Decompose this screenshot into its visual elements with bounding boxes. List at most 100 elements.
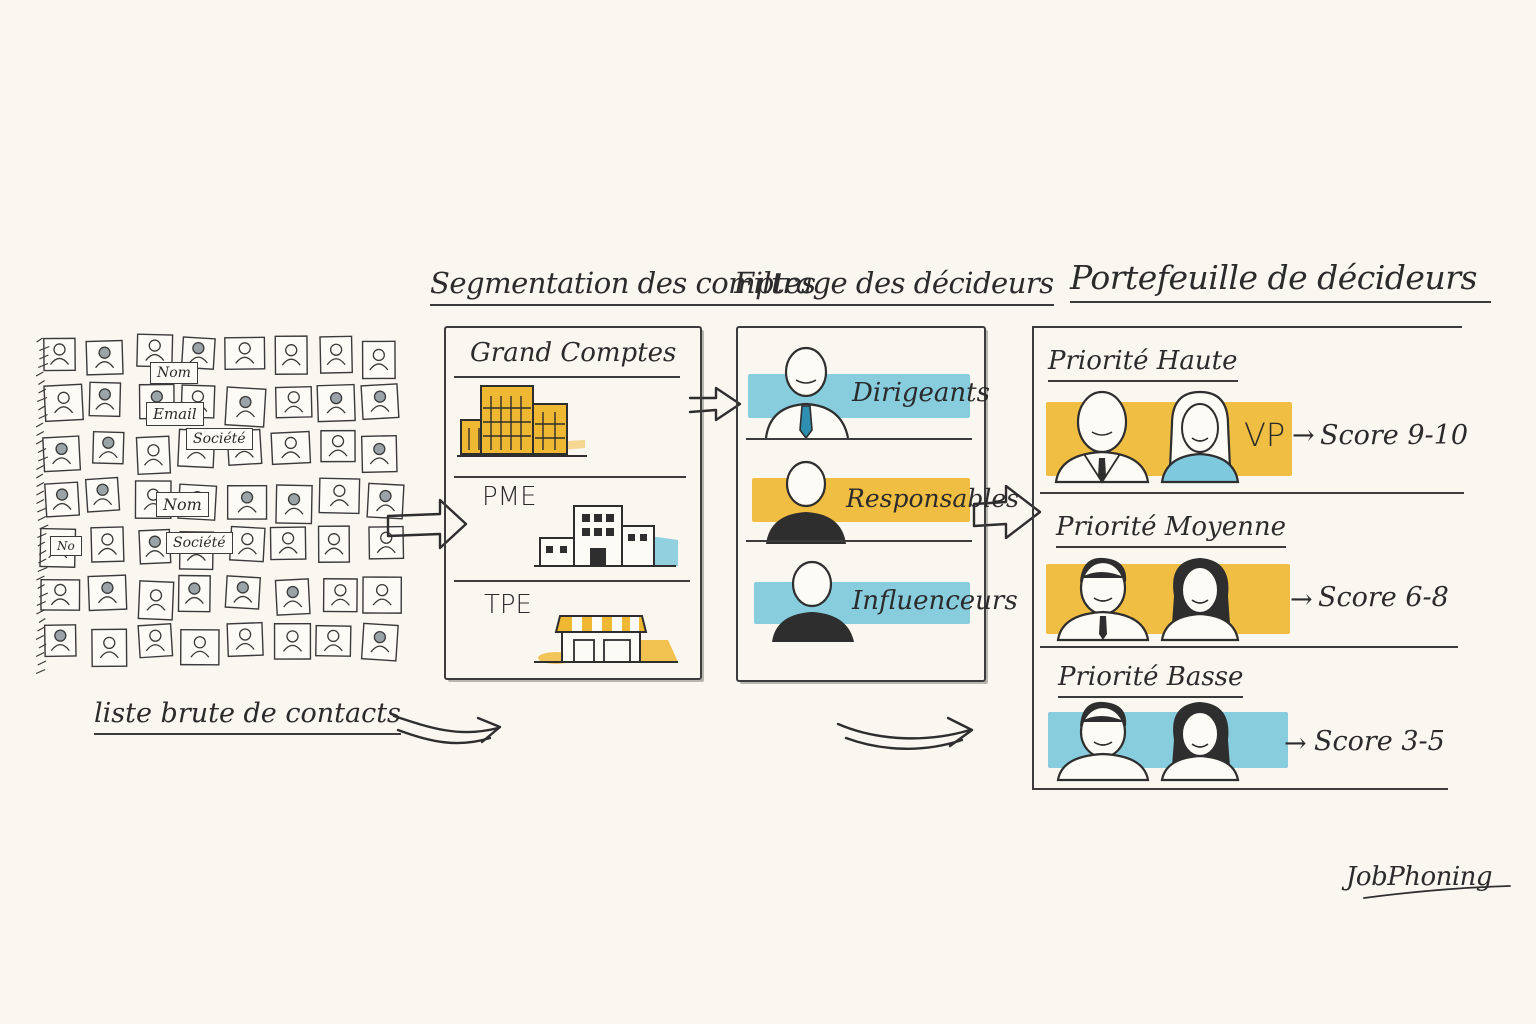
hatch-stroke bbox=[36, 600, 46, 607]
contact-card bbox=[316, 383, 356, 423]
hatch-stroke bbox=[37, 660, 47, 666]
contact-card bbox=[92, 430, 125, 465]
contact-card bbox=[180, 336, 216, 370]
hatch-stroke bbox=[38, 362, 49, 369]
manager-pair-icon bbox=[1056, 557, 1240, 642]
segment-divider-2 bbox=[454, 476, 686, 478]
contact-card bbox=[360, 622, 399, 662]
contact-card bbox=[43, 624, 77, 658]
contact-card bbox=[318, 477, 361, 515]
contact-card bbox=[224, 575, 262, 610]
contact-card bbox=[179, 629, 220, 666]
portfolio-title: Portefeuille de décideurs bbox=[1070, 258, 1491, 303]
score-arrow-haute: → bbox=[1292, 420, 1315, 451]
contact-card bbox=[43, 337, 76, 372]
priority-label-haute: Priorité Haute bbox=[1048, 346, 1238, 382]
score-arrow-basse: → bbox=[1284, 728, 1307, 759]
signature-swash bbox=[1363, 885, 1511, 899]
contact-card bbox=[90, 526, 125, 563]
executive-pair-icon bbox=[1054, 390, 1240, 484]
hatch-stroke bbox=[36, 609, 45, 615]
contact-card bbox=[88, 381, 122, 418]
score-basse: Score 3-5 bbox=[1314, 726, 1445, 757]
filter-divider bbox=[746, 438, 972, 440]
contact-card bbox=[91, 628, 128, 668]
hatch-stroke bbox=[37, 626, 46, 632]
portfolio-row-rule bbox=[1040, 492, 1464, 494]
shop-icon bbox=[534, 615, 678, 664]
contact-card bbox=[360, 434, 398, 474]
segmentation-title: Segmentation des comptes bbox=[430, 266, 816, 306]
hatch-stroke bbox=[36, 490, 45, 496]
hatch-stroke bbox=[39, 345, 50, 352]
contact-card bbox=[274, 578, 311, 616]
filter-title: Filtrage des décideurs bbox=[734, 266, 1054, 306]
contact-card bbox=[224, 336, 266, 370]
filter-label-dirigeants: Dirigeants bbox=[852, 378, 990, 408]
contact-card bbox=[315, 624, 352, 657]
hatch-stroke bbox=[38, 405, 46, 411]
hatch-stroke bbox=[39, 354, 49, 360]
hatch-stroke bbox=[37, 447, 47, 454]
contact-card bbox=[136, 333, 174, 368]
hatch-stroke bbox=[36, 575, 45, 581]
contact-card bbox=[84, 476, 121, 513]
raw-tag-societe-2: Société bbox=[166, 532, 233, 554]
segment-divider bbox=[454, 376, 680, 378]
hatch-stroke bbox=[36, 481, 45, 488]
filter-label-influenceurs: Influenceurs bbox=[852, 586, 1018, 616]
hatch-stroke bbox=[38, 413, 48, 420]
contact-card bbox=[319, 335, 353, 374]
priority-tag-vp: VP bbox=[1244, 416, 1286, 454]
portfolio-row-rule-2 bbox=[1040, 646, 1458, 648]
segment-label-tpe: TPE bbox=[484, 590, 532, 620]
small-building-icon bbox=[534, 505, 678, 567]
contact-card bbox=[226, 485, 268, 520]
contact-card bbox=[275, 484, 313, 525]
contact-card bbox=[43, 383, 85, 423]
hatch-stroke bbox=[38, 643, 47, 649]
segmentation-box bbox=[444, 326, 702, 680]
score-arrow-moyenne: → bbox=[1290, 584, 1313, 615]
hatch-stroke bbox=[38, 592, 49, 598]
filter-divider-2 bbox=[746, 540, 972, 542]
contact-card bbox=[44, 481, 81, 518]
filter-box bbox=[736, 326, 986, 682]
raw-tag-no: No bbox=[50, 536, 82, 556]
hatch-stroke bbox=[35, 634, 45, 641]
contact-card bbox=[322, 578, 358, 613]
raw-tag-email: Email bbox=[146, 402, 204, 426]
contact-card bbox=[320, 429, 356, 463]
hatch-stroke bbox=[36, 498, 45, 505]
segment-label-grand-comptes: Grand Comptes bbox=[470, 338, 677, 368]
hatch-stroke bbox=[37, 583, 45, 590]
person-tie-icon bbox=[764, 346, 850, 440]
raw-tag-nom-2: Nom bbox=[156, 492, 209, 517]
hatch-stroke bbox=[37, 532, 47, 539]
contact-card bbox=[366, 482, 405, 520]
hatch-stroke bbox=[37, 507, 47, 513]
hatch-stroke bbox=[35, 668, 46, 675]
hatch-stroke bbox=[37, 541, 46, 547]
hatch-stroke bbox=[38, 379, 46, 386]
hatch-stroke bbox=[38, 617, 46, 624]
hatch-stroke bbox=[35, 422, 44, 428]
contact-card bbox=[274, 335, 308, 375]
hatch-stroke bbox=[36, 464, 45, 471]
hatch-stroke bbox=[35, 371, 44, 377]
contact-card bbox=[270, 430, 312, 466]
raw-contact-list: Nom Email Société Nom Société No bbox=[35, 332, 418, 682]
person-icon bbox=[766, 460, 846, 544]
hatch-stroke bbox=[38, 388, 47, 394]
contact-card bbox=[85, 339, 124, 376]
hatch-stroke bbox=[37, 456, 49, 462]
portfolio-frame-left bbox=[1032, 326, 1034, 790]
hatch-stroke bbox=[39, 524, 49, 530]
hatch-stroke bbox=[36, 337, 44, 343]
arrow-segmentation-to-filter bbox=[688, 386, 742, 422]
arrow-raw-to-segmentation bbox=[386, 498, 468, 550]
contact-card bbox=[360, 383, 400, 421]
contact-card bbox=[226, 621, 264, 658]
hatch-stroke bbox=[36, 430, 45, 437]
